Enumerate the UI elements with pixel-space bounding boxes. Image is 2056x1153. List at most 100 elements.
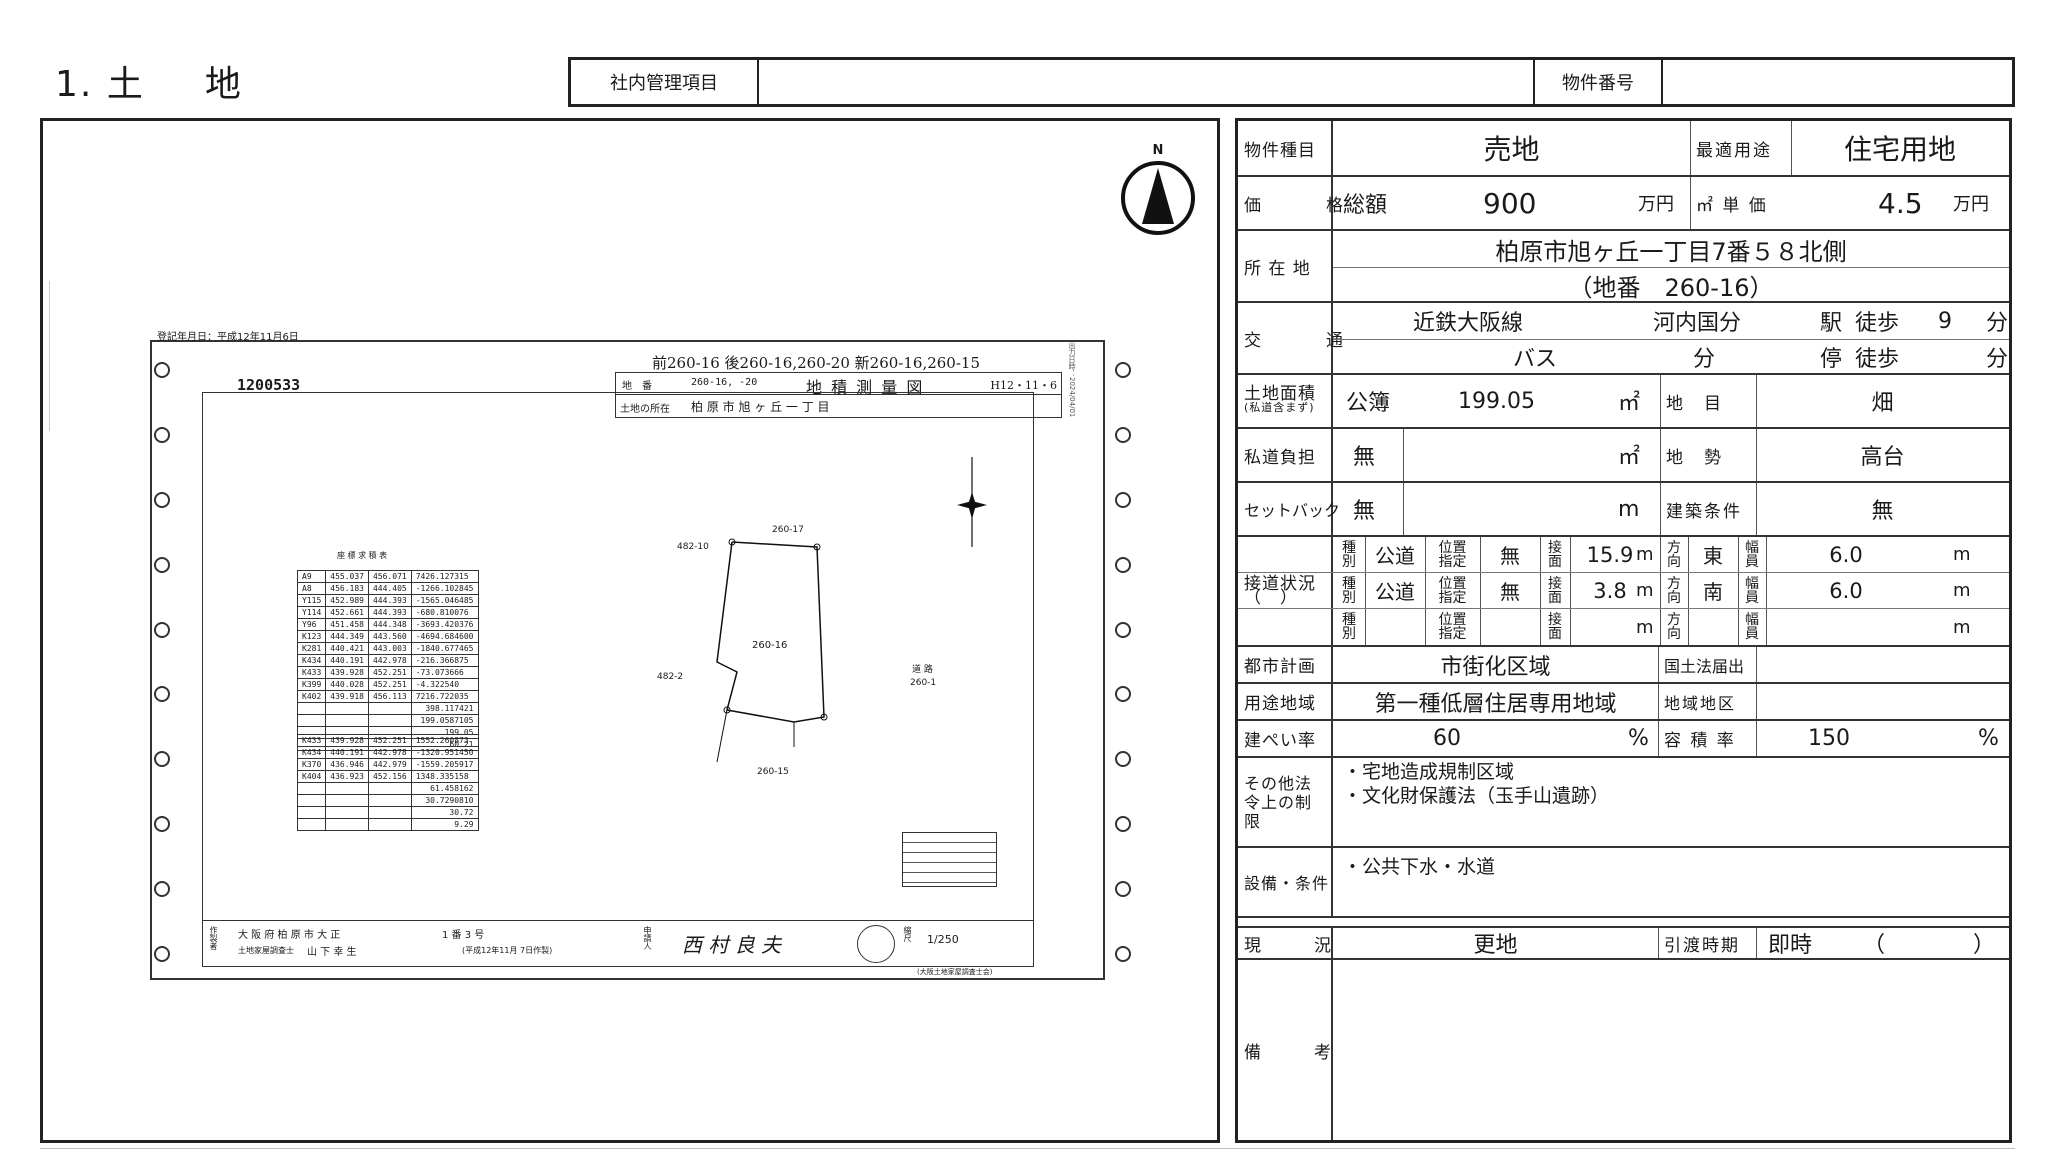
section-title-part1: 土 bbox=[106, 64, 145, 105]
handwritten-date: H12・11・6 bbox=[990, 379, 1057, 392]
internal-mgmt-label: 社内管理項目 bbox=[571, 60, 759, 104]
road-designated bbox=[1480, 609, 1540, 645]
road-label: 道 路 bbox=[912, 665, 933, 675]
facility-1: ・公共下水・水道 bbox=[1343, 856, 1496, 878]
width-label: 幅員 bbox=[1745, 612, 1759, 642]
road-width bbox=[1766, 609, 1926, 645]
coordinate-summary-row: 398.117421 bbox=[296, 702, 479, 715]
row-private-road: 私道負担 無 ㎡ 地 勢 高台 bbox=[1238, 429, 2009, 483]
property-no-value[interactable] bbox=[1663, 60, 2012, 104]
road-frontage: 15.9 bbox=[1586, 542, 1634, 567]
row-land-area: 土地面積 (私道含まず) 公簿 199.05 ㎡ 地 目 畑 bbox=[1238, 375, 2009, 429]
handover-value: 即時 bbox=[1768, 933, 1813, 958]
road-kind: 公道 bbox=[1375, 580, 1415, 604]
side-stamp: 出力日時：2024/04/01 bbox=[1068, 342, 1076, 418]
row-zoning: 用途地域 第一種低層住居専用地域 地域地区 bbox=[1238, 684, 2009, 721]
row-address: 所 在 地 柏原市旭ヶ丘一丁目7番５８北側 （地番 260-16） bbox=[1238, 231, 2009, 303]
association: (大阪土地家屋調査士会) bbox=[917, 968, 993, 976]
coordinate-summary-row: 199.0587105 bbox=[296, 714, 479, 727]
land-category-value: 畑 bbox=[1871, 391, 1894, 416]
parcel-main: 260-16 bbox=[752, 640, 788, 651]
setback-value: 無 bbox=[1353, 499, 1376, 524]
other-law-1: ・宅地造成規制区域 bbox=[1343, 761, 1515, 783]
row-transport: 交 通 近鉄大阪線 河内国分 駅 徒歩 9 分 バス 分 停 徒歩 分 bbox=[1238, 303, 2009, 375]
property-table: 物件種目 売地 最適用途 住宅用地 価 格 総額 900 万円 ㎡ 単 価 4.… bbox=[1235, 118, 2012, 1143]
row-coverage: 建ぺい率 60 % 容 積 率 150 % bbox=[1238, 721, 2009, 758]
north-label: N bbox=[1152, 143, 1164, 158]
row-status: 現 況 更地 引渡時期 即時 （ ） bbox=[1238, 926, 2009, 960]
status-value: 更地 bbox=[1473, 933, 1518, 958]
property-no-label: 物件番号 bbox=[1535, 60, 1663, 104]
road-frontage: 3.8 bbox=[1593, 578, 1627, 603]
designated-label: 位置指定 bbox=[1438, 575, 1467, 606]
direction-label: 方向 bbox=[1667, 612, 1681, 642]
management-header-box: 社内管理項目 物件番号 bbox=[568, 57, 2015, 107]
other-law-2: ・文化財保護法（玉手山遺跡） bbox=[1343, 785, 1610, 807]
best-use-value: 住宅用地 bbox=[1843, 133, 1956, 166]
coordinate-summary-row: 30.7290810 bbox=[296, 794, 479, 807]
walk-minutes: 9 bbox=[1938, 308, 1952, 334]
station-name: 河内国分 bbox=[1653, 311, 1742, 336]
property-type-value: 売地 bbox=[1483, 133, 1540, 166]
coordinate-summary-row: 30.72 bbox=[296, 806, 479, 819]
row-type: 物件種目 売地 最適用途 住宅用地 bbox=[1238, 121, 2009, 177]
row-facilities: 設備・条件 ・公共下水・水道 bbox=[1238, 848, 2009, 918]
terrain-value: 高台 bbox=[1860, 445, 1905, 470]
survey-sheet: 登記年月日：平成12年11月6日 1200533 前260-16 後260-16… bbox=[150, 332, 1131, 980]
internal-mgmt-value[interactable] bbox=[759, 60, 1535, 104]
width-label: 幅員 bbox=[1745, 575, 1759, 606]
road-kind: 公道 bbox=[1375, 544, 1415, 568]
kind-label: 種別 bbox=[1342, 575, 1356, 606]
applicant-name: 西 村 良 夫 bbox=[682, 933, 782, 957]
scale-value: 1/250 bbox=[927, 933, 959, 946]
frontage-label: 接面 bbox=[1548, 612, 1562, 642]
parcel-west1: 482-10 bbox=[677, 542, 709, 552]
survey-location: 柏 原 市 旭 ヶ 丘 一 丁 目 bbox=[691, 400, 830, 414]
address-line2: （地番 260-16） bbox=[1568, 273, 1774, 302]
row-setback: セットバック 無 m 建築条件 無 bbox=[1238, 483, 2009, 537]
width-label: 幅員 bbox=[1745, 539, 1759, 570]
city-plan-value: 市街化区域 bbox=[1440, 654, 1551, 680]
road-width: 6.0 bbox=[1829, 578, 1863, 603]
made-date: (平成12年11月 7日作製) bbox=[462, 946, 553, 955]
floor-area-ratio-value: 150 bbox=[1808, 726, 1850, 751]
road-width: 6.0 bbox=[1829, 542, 1863, 567]
road-direction: 東 bbox=[1703, 544, 1723, 568]
road-number: 260-1 bbox=[910, 678, 937, 688]
road-designated: 無 bbox=[1500, 580, 1520, 604]
direction-label: 方向 bbox=[1667, 575, 1681, 606]
row-other-laws: その他法令上の制限 ・宅地造成規制区域 ・文化財保護法（玉手山遺跡） bbox=[1238, 758, 2009, 848]
road-direction bbox=[1688, 609, 1738, 645]
build-condition-value: 無 bbox=[1871, 499, 1894, 524]
row-remarks: 備 考 bbox=[1238, 960, 2009, 1140]
address-line1: 柏原市旭ヶ丘一丁目7番５８北側 bbox=[1495, 237, 1847, 266]
north-arrow-icon: N bbox=[1118, 143, 1198, 243]
maker-name: 山 下 幸 生 bbox=[307, 947, 357, 958]
land-area-value: 199.05 bbox=[1458, 388, 1535, 414]
legend-box bbox=[902, 832, 997, 887]
price-total: 900 bbox=[1483, 186, 1537, 220]
coordinate-summary-row: 61.458162 bbox=[296, 782, 479, 795]
survey-bottom-block: 作製者 大 阪 府 柏 原 市 大 正 1 番 3 号 土地家屋調査士 山 下 … bbox=[202, 920, 1034, 965]
parcel-west2: 482-2 bbox=[657, 672, 684, 682]
compass-star-icon bbox=[957, 457, 987, 547]
coverage-ratio-value: 60 bbox=[1433, 726, 1461, 751]
maker-address: 大 阪 府 柏 原 市 大 正 bbox=[238, 930, 341, 941]
frontage-label: 接面 bbox=[1548, 539, 1562, 570]
coordinate-table-title: 座 標 求 積 表 bbox=[337, 551, 388, 560]
lot-number: 260-16, -20 bbox=[691, 377, 758, 388]
